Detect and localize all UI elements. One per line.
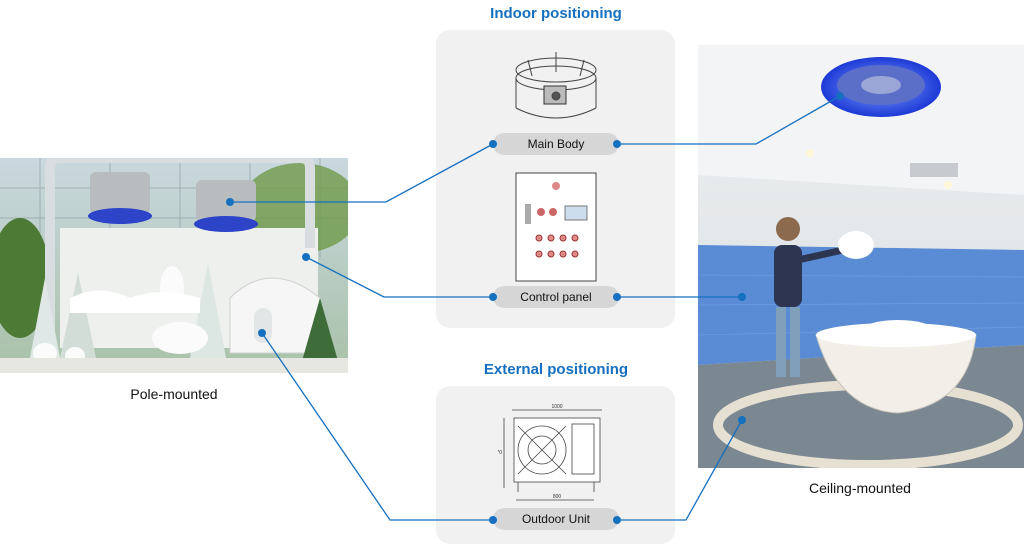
outdoor-unit-label: Outdoor Unit xyxy=(493,508,619,530)
indoor-panel xyxy=(436,30,675,328)
control-panel-label: Control panel xyxy=(493,286,619,308)
outdoor-unit-drawing: 1000 570 800 xyxy=(498,404,602,501)
dim-bottom-text: 800 xyxy=(553,494,562,500)
control-panel-drawing xyxy=(515,172,597,282)
dim-side-text: 570 xyxy=(498,450,502,456)
pole-mounted-caption: Pole-mounted xyxy=(130,386,218,402)
ceiling-mounted-photo xyxy=(698,45,1024,468)
external-positioning-title: External positioning xyxy=(483,361,629,378)
main-body-drawing xyxy=(515,52,597,119)
main-body-label: Main Body xyxy=(493,133,619,155)
pole-mounted-photo xyxy=(0,158,348,373)
indoor-positioning-title: Indoor positioning xyxy=(490,5,622,22)
dim-top-text: 1000 xyxy=(551,404,562,410)
ceiling-mounted-caption: Ceiling-mounted xyxy=(809,480,911,496)
